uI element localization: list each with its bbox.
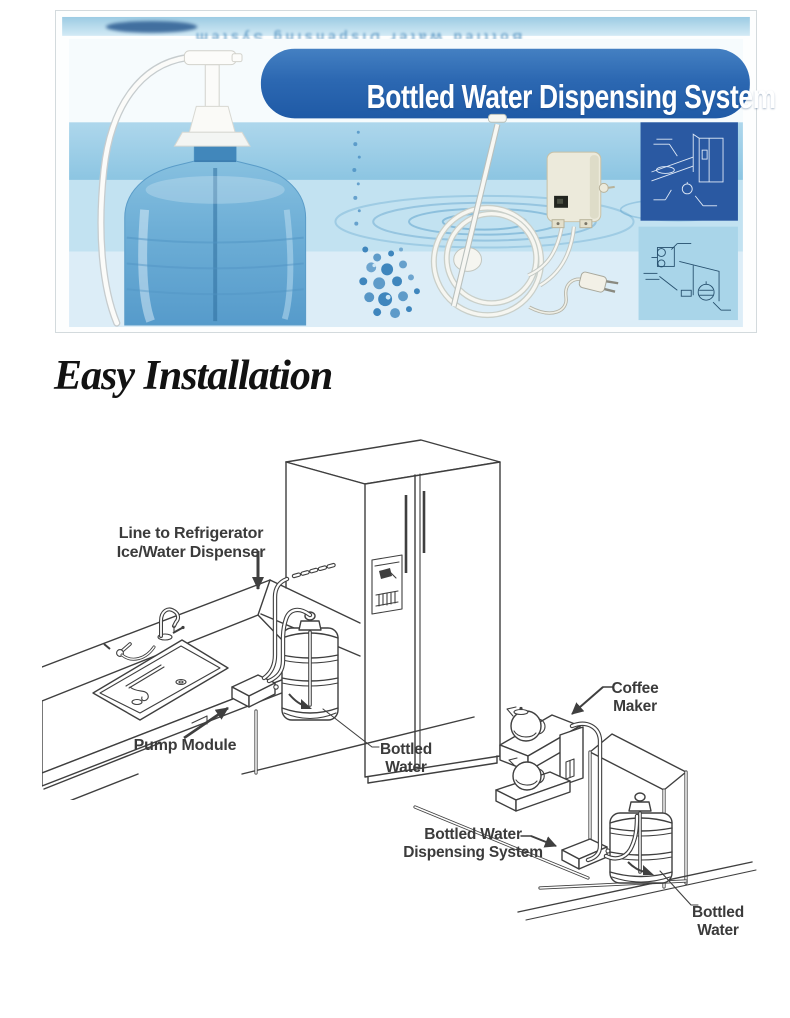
ice-water-dispenser <box>371 554 403 615</box>
coffee-maker-arrow <box>571 686 604 715</box>
pump-module-photo <box>527 151 615 288</box>
label-dispensing-system: Bottled Water Dispensing System <box>403 826 543 861</box>
title-band <box>260 48 750 119</box>
coffee-maker <box>495 706 584 812</box>
floor-line <box>517 861 753 913</box>
water-bottle <box>609 792 673 884</box>
label-bottled-water-kitchen: Bottled Water <box>380 741 432 776</box>
lower-carafe <box>508 757 545 791</box>
tubing <box>261 562 337 684</box>
water-bottle <box>281 611 339 721</box>
label-line-to-refrigerator: Line to Refrigerator Ice/Water Dispenser <box>116 525 266 561</box>
label-pump-module: Pump Module <box>133 737 237 754</box>
pump-module <box>561 838 611 870</box>
pump-head <box>173 50 251 147</box>
floor-line <box>241 716 475 775</box>
floor-line <box>525 869 757 921</box>
label-coffee-maker: Coffee Maker <box>611 680 659 715</box>
coffee-installation-diagram <box>413 686 757 921</box>
box-title: Bottled Water Dispensing System <box>366 78 776 115</box>
bottle-with-pump-photo <box>97 50 307 327</box>
section-heading: Easy Installation <box>54 353 333 399</box>
floor-line <box>43 742 161 790</box>
system-arrow <box>530 835 557 848</box>
label-bottled-water-coffee: Bottled Water <box>692 904 744 939</box>
kitchen-installation-diagram <box>42 439 501 800</box>
bottle-leader-line <box>659 870 699 906</box>
faucet <box>103 607 185 661</box>
tubing <box>569 721 640 863</box>
upper-carafe <box>506 706 546 742</box>
pump-module <box>231 674 279 708</box>
suction-tube-and-cord-photo <box>430 113 619 319</box>
thumbnail-kitchen-diagram <box>640 122 738 221</box>
pump-module-arrow <box>183 706 229 740</box>
floor-line <box>69 773 139 800</box>
box-art: Bottled Water Dispensing System <box>62 16 750 328</box>
product-box-photo: Bottled Water Dispensing System <box>55 10 776 333</box>
thumbnail-coffee-diagram <box>638 226 738 321</box>
bubbles <box>352 130 420 319</box>
bottle-leader-line <box>322 708 380 748</box>
sink <box>92 639 229 721</box>
power-plug <box>578 271 619 293</box>
